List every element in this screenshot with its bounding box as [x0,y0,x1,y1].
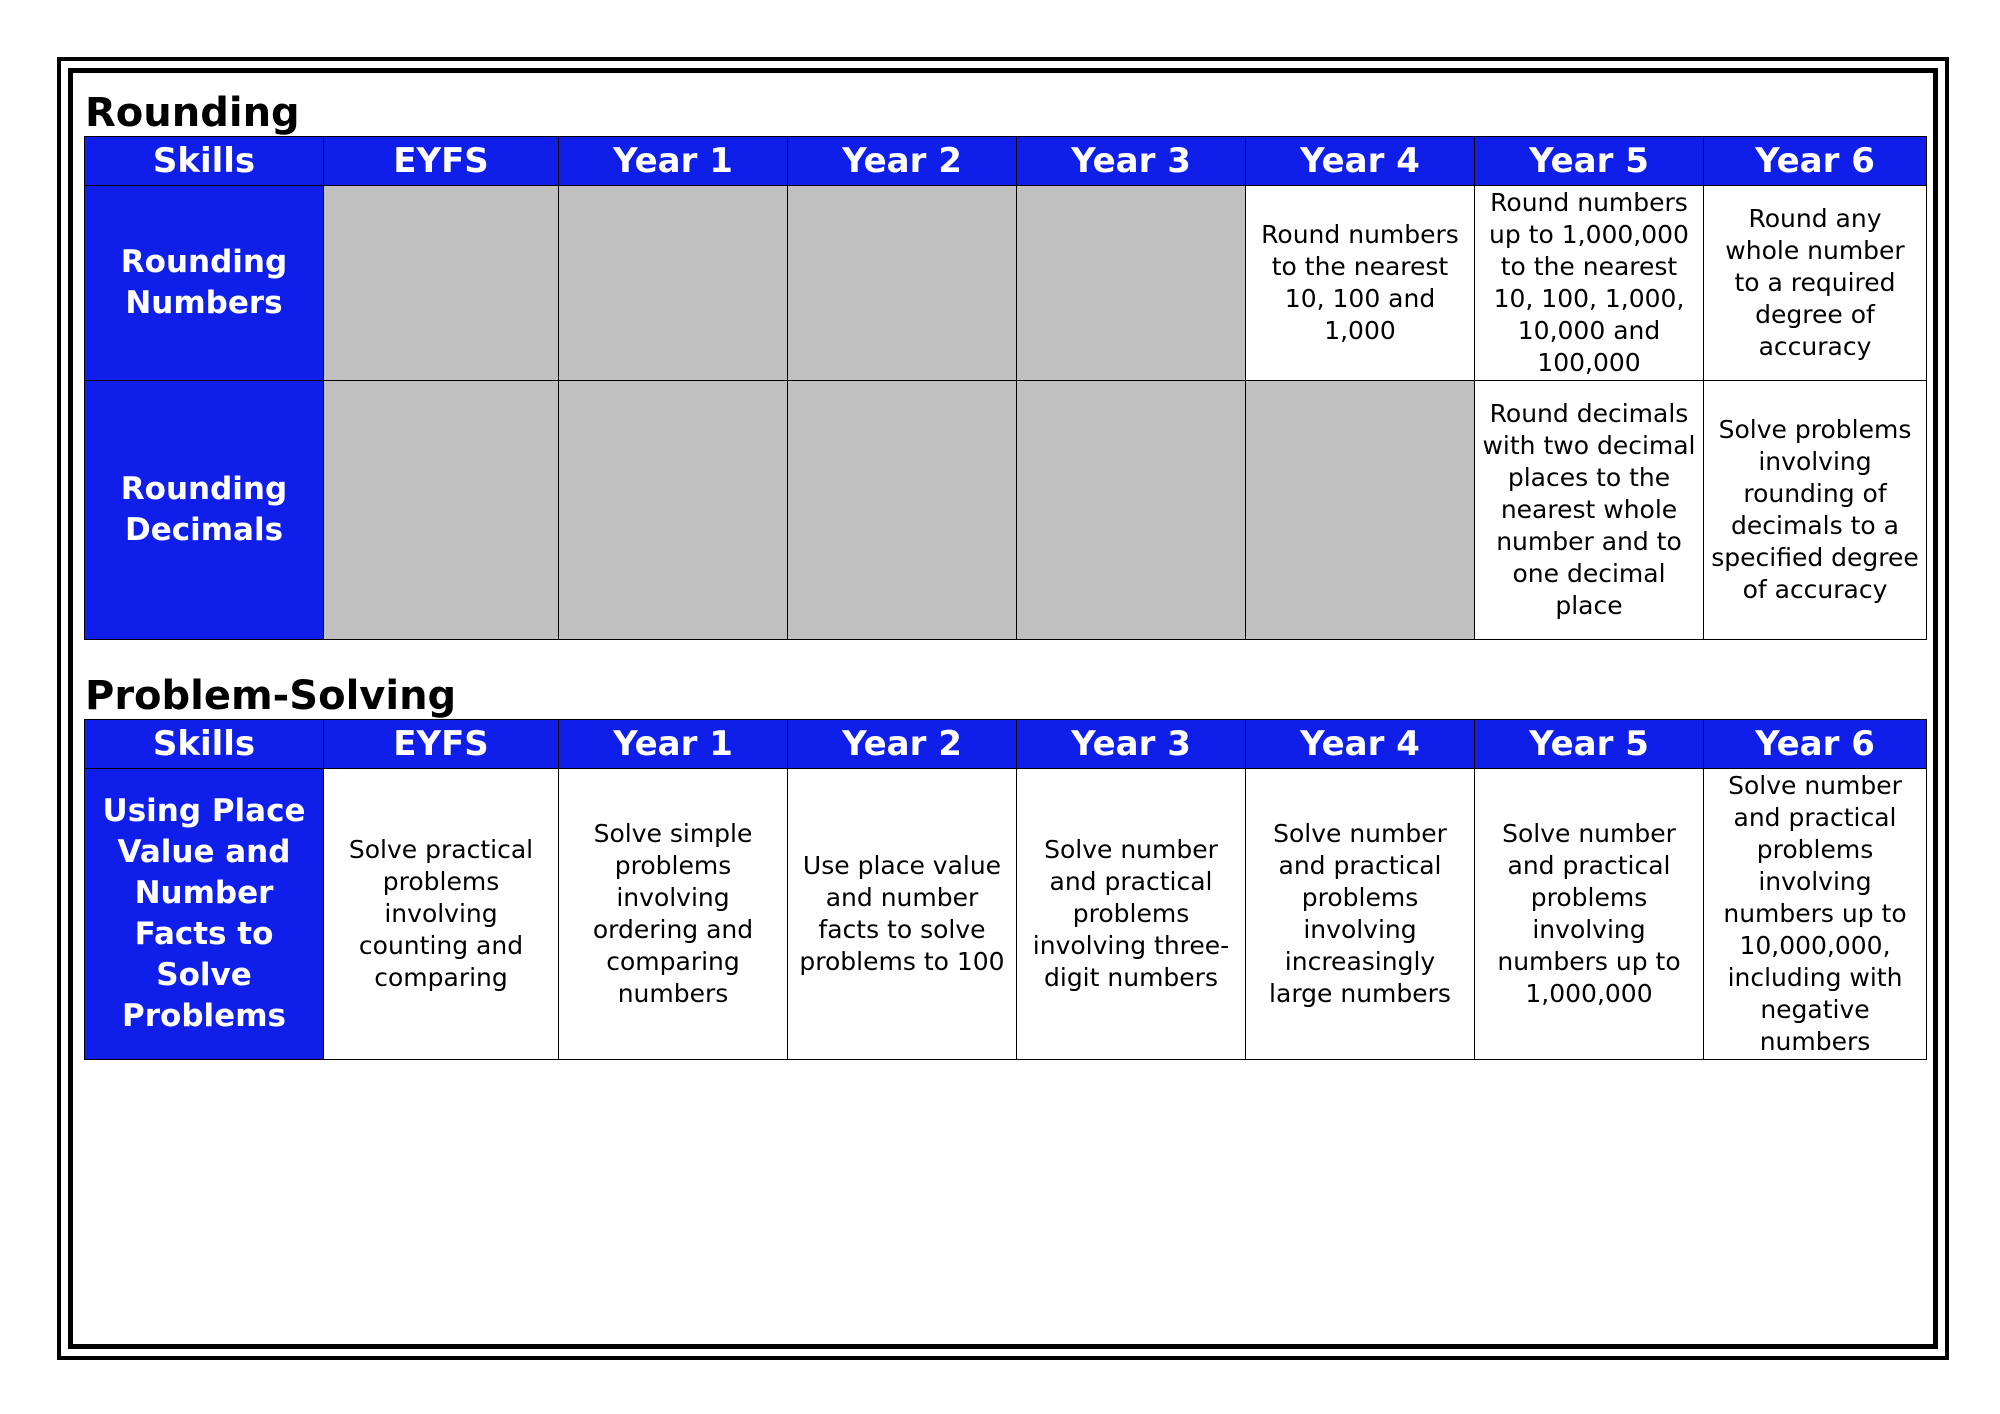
objective-cell: Solve number and practical problems invo… [1703,768,1927,1060]
header-eyfs: EYFS [323,719,559,769]
empty-cell [323,185,559,381]
header-skills: Skills [84,719,324,769]
empty-cell [787,185,1017,381]
header-skills: Skills [84,136,324,186]
empty-cell [558,185,788,381]
page-border-inner [68,68,1938,1349]
skill-rounding-numbers: Rounding Numbers [84,185,324,381]
header-year-6: Year 6 [1703,136,1927,186]
header-year-1: Year 1 [558,719,788,769]
empty-cell [323,380,559,640]
objective-cell: Round any whole number to a required deg… [1703,185,1927,381]
page-border-outer [57,57,1949,1360]
rounding-table: Skills EYFS Year 1 Year 2 Year 3 Year 4 … [84,136,1927,640]
section-title-rounding: Rounding [85,90,300,136]
empty-cell [1016,380,1246,640]
objective-cell: Round numbers up to 1,000,000 to the nea… [1474,185,1704,381]
objective-cell: Solve number and practical problems invo… [1016,768,1246,1060]
empty-cell [1016,185,1246,381]
problem-solving-table: Skills EYFS Year 1 Year 2 Year 3 Year 4 … [84,719,1927,1060]
objective-cell: Solve problems involving rounding of dec… [1703,380,1927,640]
objective-cell: Solve number and practical problems invo… [1474,768,1704,1060]
objective-cell: Round numbers to the nearest 10, 100 and… [1245,185,1475,381]
objective-cell: Use place value and number facts to solv… [787,768,1017,1060]
objective-cell: Round decimals with two decimal places t… [1474,380,1704,640]
header-year-4: Year 4 [1245,719,1475,769]
header-year-3: Year 3 [1016,136,1246,186]
empty-cell [558,380,788,640]
section-title-problem-solving: Problem-Solving [85,673,457,719]
objective-cell: Solve practical problems involving count… [323,768,559,1060]
header-year-3: Year 3 [1016,719,1246,769]
header-row: Skills EYFS Year 1 Year 2 Year 3 Year 4 … [84,719,1927,769]
header-year-2: Year 2 [787,719,1017,769]
header-year-4: Year 4 [1245,136,1475,186]
table-row: Rounding Decimals Round decimals with tw… [84,380,1927,640]
objective-cell: Solve simple problems involving ordering… [558,768,788,1060]
objective-cell: Solve number and practical problems invo… [1245,768,1475,1060]
header-year-1: Year 1 [558,136,788,186]
table-row: Rounding Numbers Round numbers to the ne… [84,185,1927,381]
header-row: Skills EYFS Year 1 Year 2 Year 3 Year 4 … [84,136,1927,186]
table-row: Using Place Value and Number Facts to So… [84,768,1927,1060]
skill-rounding-decimals: Rounding Decimals [84,380,324,640]
header-eyfs: EYFS [323,136,559,186]
header-year-5: Year 5 [1474,136,1704,186]
header-year-5: Year 5 [1474,719,1704,769]
empty-cell [787,380,1017,640]
header-year-6: Year 6 [1703,719,1927,769]
skill-using-place-value: Using Place Value and Number Facts to So… [84,768,324,1060]
header-year-2: Year 2 [787,136,1017,186]
empty-cell [1245,380,1475,640]
